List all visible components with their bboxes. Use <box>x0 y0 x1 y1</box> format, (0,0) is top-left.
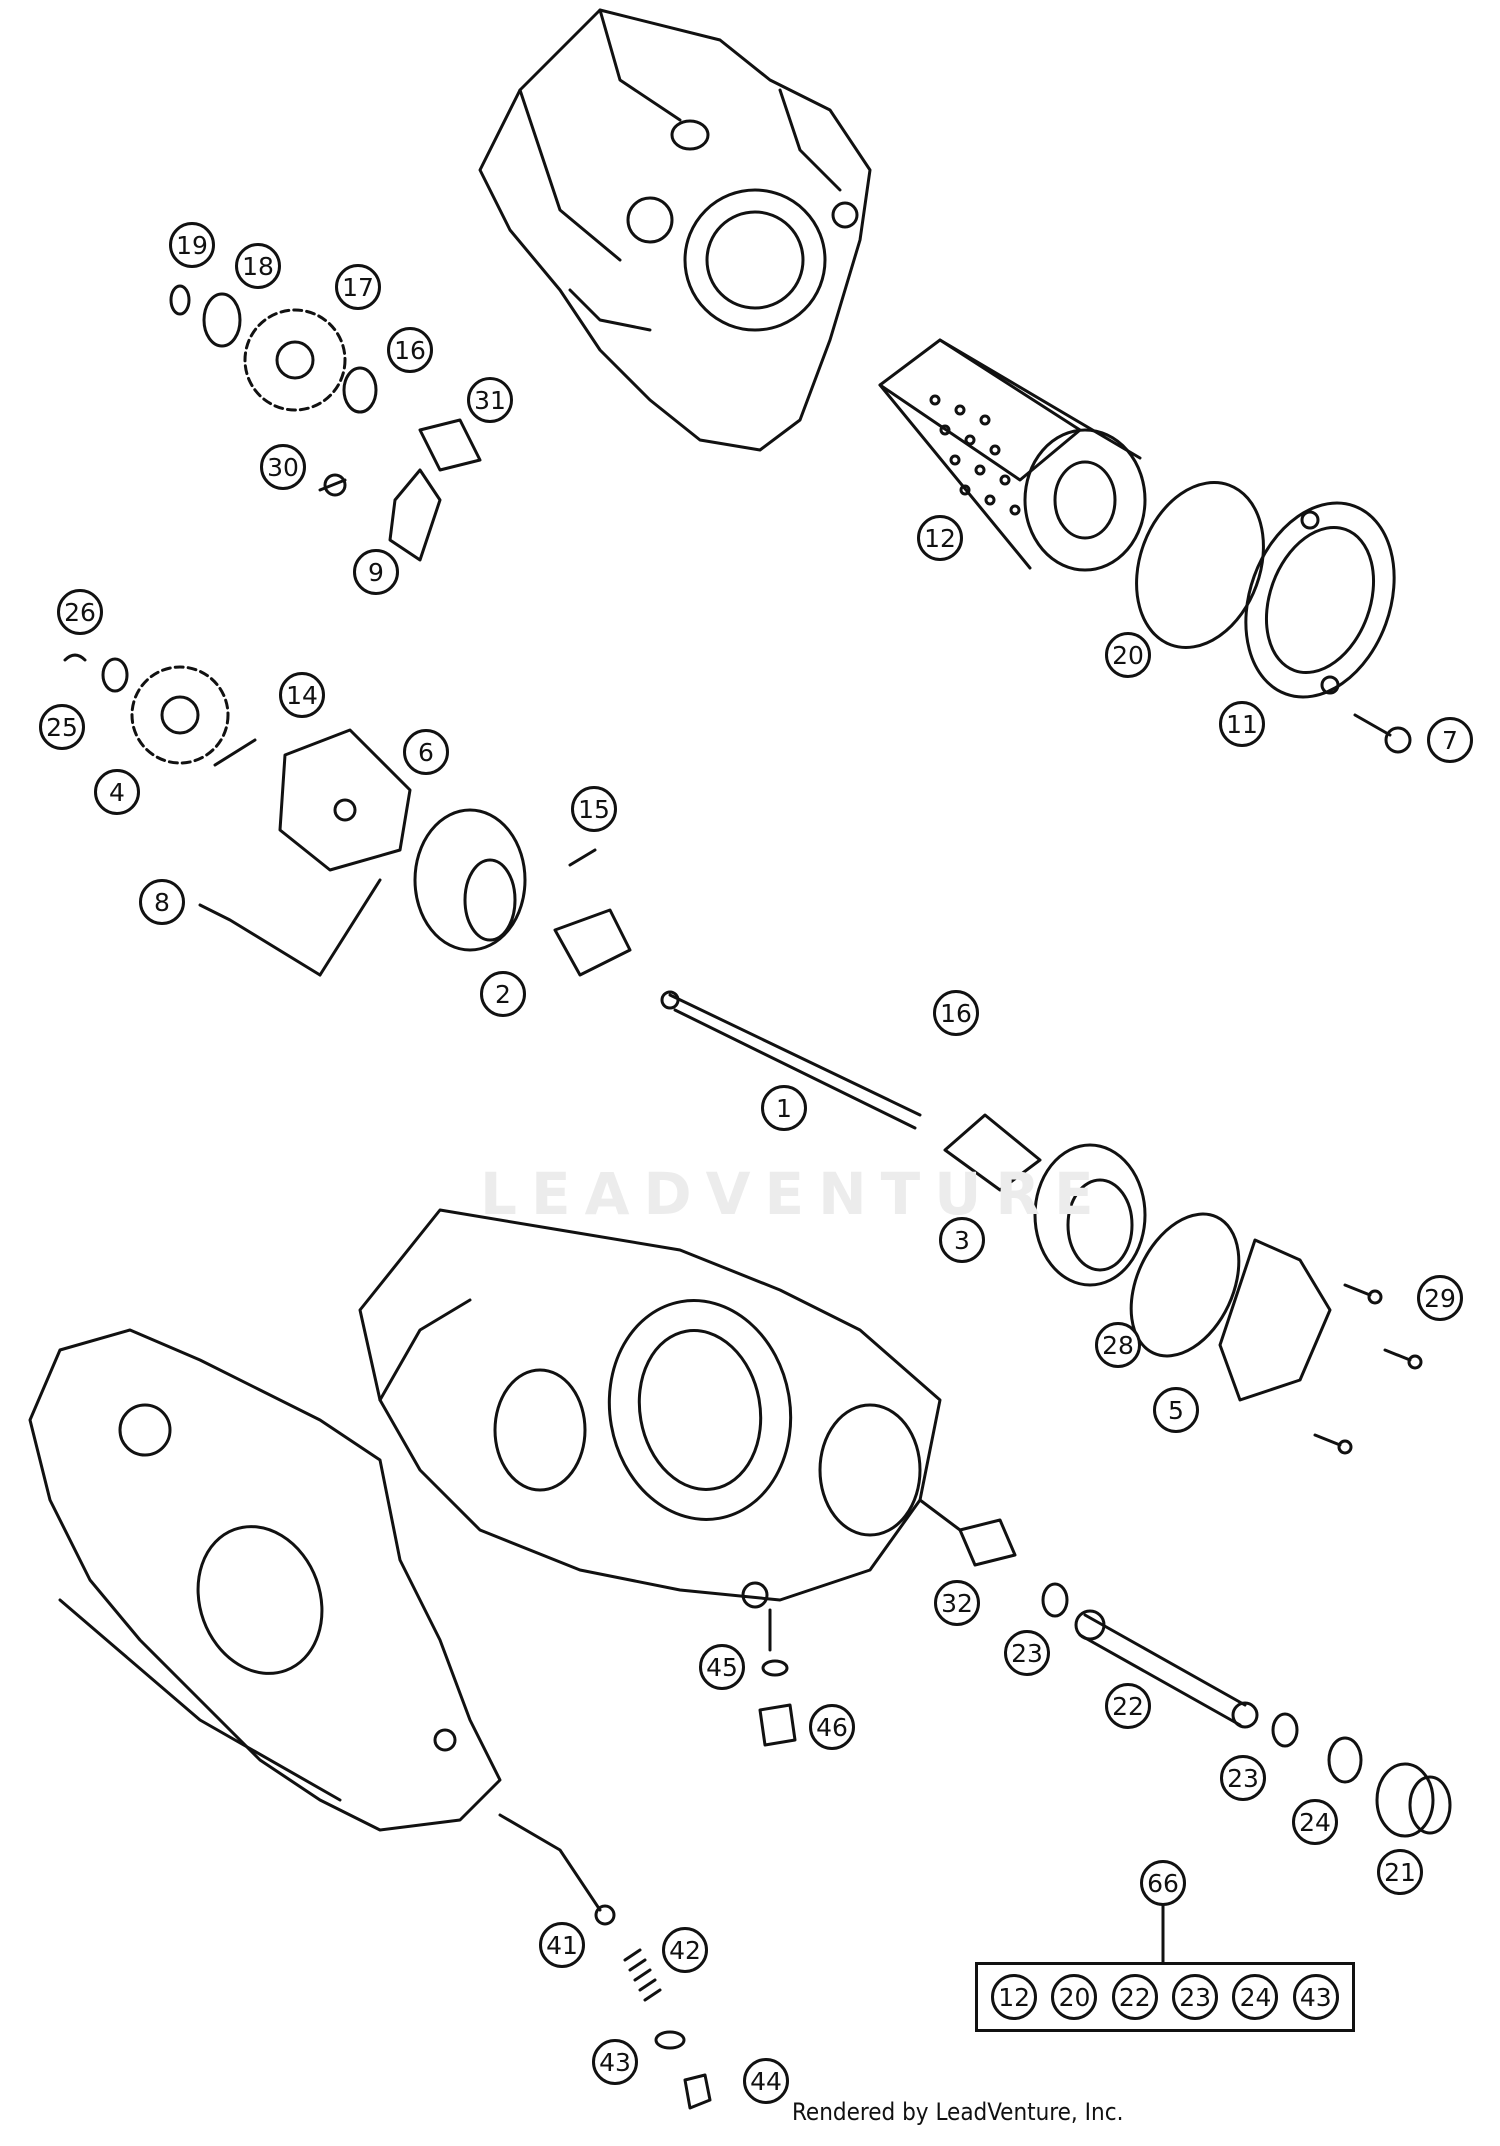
pin-15 <box>568 848 597 867</box>
o-ring-20 <box>1135 481 1265 649</box>
spring-42 <box>623 1948 662 2002</box>
ring-43 <box>654 2030 686 2050</box>
callout-14: 14 <box>279 672 325 718</box>
gear-assembly-lower <box>63 653 257 767</box>
callout-30: 30 <box>260 444 306 490</box>
pump-cover <box>278 728 412 872</box>
lower-crankcase <box>358 1208 942 1609</box>
gear-assembly-upper <box>169 284 482 562</box>
gasket-5 <box>1218 1238 1332 1402</box>
callout-20: 20 <box>1105 632 1151 678</box>
render-credit: Rendered by LeadVenture, Inc. <box>792 2098 1124 2126</box>
screw-8 <box>198 903 322 977</box>
filter-cover <box>1244 501 1396 699</box>
callout-15: 15 <box>571 786 617 832</box>
callout-kit-66: 66 <box>1140 1860 1186 1906</box>
callout-4: 4 <box>94 769 140 815</box>
callout-8: 8 <box>139 879 185 925</box>
callout-41: 41 <box>539 1922 585 1968</box>
callout-2: 2 <box>480 971 526 1017</box>
pump-shaft <box>660 990 922 1130</box>
callout-44: 44 <box>743 2058 789 2104</box>
o-ring-23a <box>1041 1582 1069 1618</box>
callout-28: 28 <box>1095 1322 1141 1368</box>
callout-23-lower: 23 <box>1220 1755 1266 1801</box>
callout-16-lower: 16 <box>933 990 979 1036</box>
pump-rotor-3 <box>943 1113 1147 1287</box>
o-ring-23b <box>1271 1712 1299 1748</box>
kit-item-20: 20 <box>1051 1974 1098 2020</box>
callout-17: 17 <box>335 264 381 310</box>
plug-44 <box>683 2073 712 2110</box>
callout-29: 29 <box>1417 1275 1463 1321</box>
callout-9: 9 <box>353 549 399 595</box>
kit-item-22: 22 <box>1111 1974 1158 2020</box>
callout-1: 1 <box>761 1085 807 1131</box>
kit-item-23: 23 <box>1172 1974 1219 2020</box>
plug-46 <box>758 1703 797 1747</box>
kit-item-12: 12 <box>991 1974 1038 2020</box>
callout-6: 6 <box>403 729 449 775</box>
callout-21: 21 <box>1377 1849 1423 1895</box>
plug-21 <box>1375 1762 1452 1838</box>
callout-16-upper: 16 <box>387 327 433 373</box>
callout-23-upper: 23 <box>1004 1630 1050 1676</box>
o-ring-24 <box>1327 1736 1363 1784</box>
left-crankcase <box>28 1328 502 1832</box>
screws-29 <box>1313 1283 1423 1455</box>
callout-46: 46 <box>809 1704 855 1750</box>
callout-7: 7 <box>1427 717 1473 763</box>
callout-42: 42 <box>662 1927 708 1973</box>
callout-26: 26 <box>57 589 103 635</box>
callout-19: 19 <box>169 222 215 268</box>
oil-filter <box>878 338 1147 572</box>
kit-item-24: 24 <box>1232 1974 1279 2020</box>
callout-32: 32 <box>934 1580 980 1626</box>
watermark-text: LEADVENTURE <box>480 1160 1108 1228</box>
callout-43: 43 <box>592 2039 638 2085</box>
callout-31: 31 <box>467 377 513 423</box>
valve-22 <box>1074 1609 1259 1729</box>
kit-contents-box: 12 20 22 23 24 43 <box>975 1962 1355 2032</box>
callout-5: 5 <box>1153 1387 1199 1433</box>
callout-11: 11 <box>1219 701 1265 747</box>
nozzle-32 <box>958 1518 1017 1567</box>
callout-12: 12 <box>917 515 963 561</box>
upper-crankcase <box>478 8 872 452</box>
callout-45: 45 <box>699 1644 745 1690</box>
lead-line-41 <box>498 1813 602 1912</box>
washer-45 <box>761 1659 789 1677</box>
callout-24: 24 <box>1292 1799 1338 1845</box>
bolt-7 <box>1353 713 1412 754</box>
o-ring-28 <box>1129 1212 1241 1358</box>
callout-22: 22 <box>1105 1683 1151 1729</box>
callout-18: 18 <box>235 243 281 289</box>
callout-25: 25 <box>39 704 85 750</box>
pump-rotor <box>413 808 632 977</box>
callout-3: 3 <box>939 1217 985 1263</box>
kit-item-43: 43 <box>1292 1974 1339 2020</box>
